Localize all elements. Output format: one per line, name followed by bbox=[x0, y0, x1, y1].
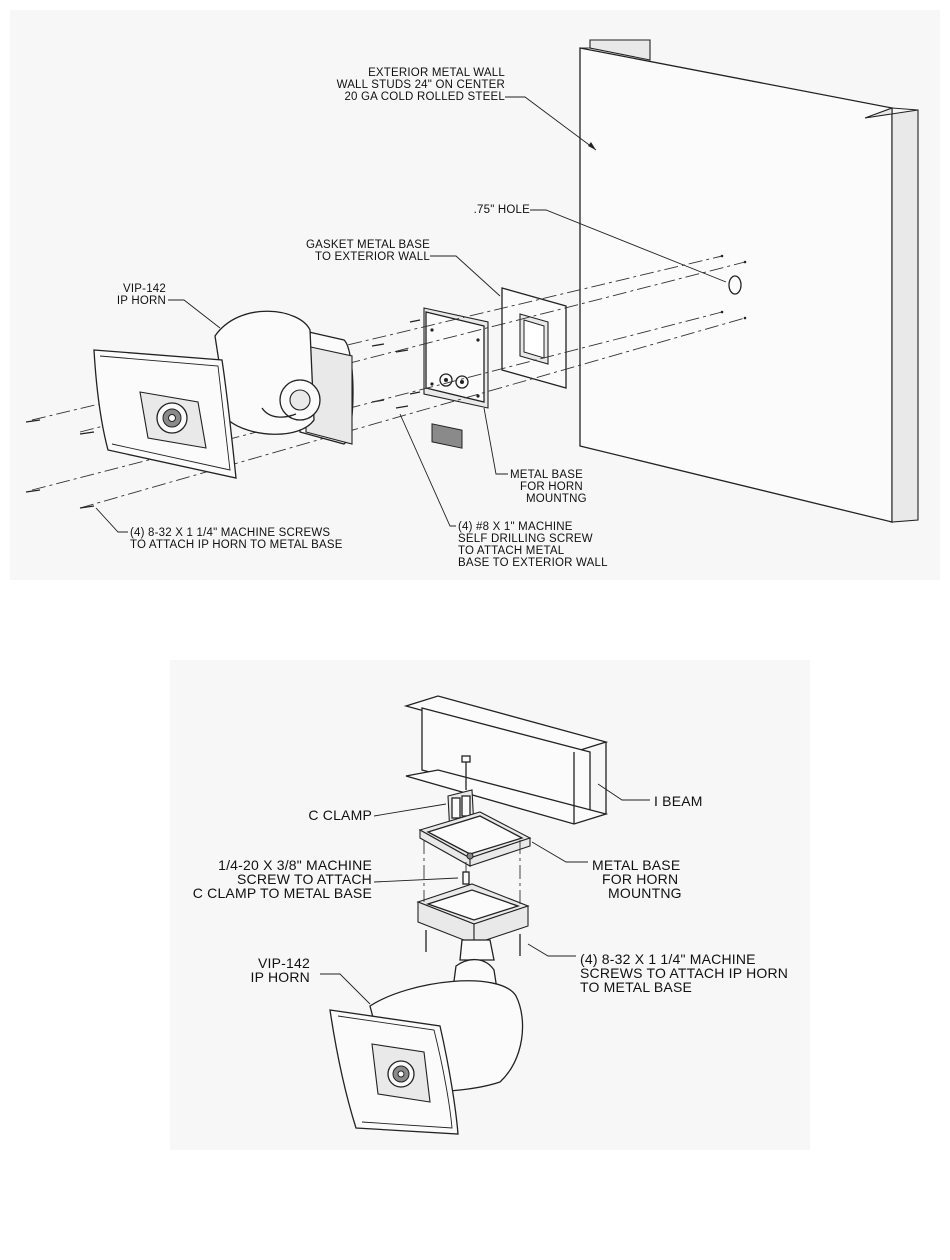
gasket bbox=[501, 287, 567, 389]
drilling-screws-label-line-3: TO ATTACH METAL bbox=[458, 545, 565, 557]
metal-base-beam-label-line-2: FOR HORN bbox=[602, 871, 678, 887]
hole-label: .75" HOLE bbox=[474, 204, 531, 216]
clamp-screw-label-line-3: C CLAMP TO METAL BASE bbox=[193, 885, 372, 901]
drilling-screws bbox=[371, 319, 421, 409]
clamp-screw-label-line-1: 1/4-20 X 3/8" MACHINE bbox=[218, 857, 372, 873]
metal-base bbox=[423, 307, 489, 449]
drilling-screws-label-line-1: (4) #8 X 1" MACHINE bbox=[458, 521, 573, 533]
wall-label-line-1: EXTERIOR METAL WALL bbox=[368, 67, 505, 79]
wall-hole bbox=[728, 275, 742, 295]
beam-horn-label-line-1: VIP-142 bbox=[258, 955, 310, 971]
gasket-label-line-2: TO EXTERIOR WALL bbox=[315, 251, 430, 263]
horn-screws bbox=[25, 419, 95, 509]
beam-mount-diagram: C CLAMP I BEAM 1/4-20 X 3/8" MACHINE SCR… bbox=[170, 660, 810, 1150]
beam-screws-label-line-1: (4) 8-32 X 1 1/4" MACHINE bbox=[580, 951, 756, 967]
wall-mount-drawing: EXTERIOR METAL WALL WALL STUDS 24" ON CE… bbox=[25, 39, 919, 569]
horn-mount-box bbox=[416, 840, 530, 945]
horn-label-line-1: VIP-142 bbox=[123, 283, 166, 295]
clamp-screw-label-line-2: SCREW TO ATTACH bbox=[237, 871, 372, 887]
i-beam-label: I BEAM bbox=[654, 793, 703, 809]
wall-label-line-3: 20 GA COLD ROLLED STEEL bbox=[344, 91, 505, 103]
beam-horn-screws bbox=[425, 930, 521, 956]
metal-base-label-line-3: MOUNTNG bbox=[526, 493, 587, 505]
machine-screws-label-line-2: TO ATTACH IP HORN TO METAL BASE bbox=[130, 539, 343, 551]
ip-horn-wall bbox=[93, 310, 354, 479]
metal-base-beam-label-line-1: METAL BASE bbox=[592, 857, 680, 873]
metal-base-beam bbox=[418, 811, 532, 885]
metal-base-beam-label-line-3: MOUNTNG bbox=[608, 885, 682, 901]
metal-base-label-line-1: METAL BASE bbox=[510, 469, 583, 481]
machine-screws-label-line-1: (4) 8-32 X 1 1/4" MACHINE SCREWS bbox=[130, 527, 330, 539]
ip-horn-beam bbox=[329, 939, 524, 1135]
beam-mount-drawing: C CLAMP I BEAM 1/4-20 X 3/8" MACHINE SCR… bbox=[193, 695, 788, 1135]
i-beam bbox=[403, 695, 609, 825]
exterior-wall bbox=[579, 39, 919, 523]
c-clamp-label: C CLAMP bbox=[308, 807, 372, 823]
horn-label-line-2: IP HORN bbox=[117, 295, 166, 307]
wall-label-line-2: WALL STUDS 24" ON CENTER bbox=[337, 79, 505, 91]
drilling-screws-label-line-2: SELF DRILLING SCREW bbox=[458, 533, 593, 545]
metal-base-label-line-2: FOR HORN bbox=[520, 481, 583, 493]
wall-mount-diagram: EXTERIOR METAL WALL WALL STUDS 24" ON CE… bbox=[10, 10, 940, 580]
beam-horn-label-line-2: IP HORN bbox=[251, 969, 311, 985]
drilling-screws-label-line-4: BASE TO EXTERIOR WALL bbox=[458, 557, 608, 569]
beam-screws-label-line-3: TO METAL BASE bbox=[580, 979, 692, 995]
gasket-label-line-1: GASKET METAL BASE bbox=[306, 239, 430, 251]
beam-screws-label-line-2: SCREWS TO ATTACH IP HORN bbox=[580, 965, 788, 981]
